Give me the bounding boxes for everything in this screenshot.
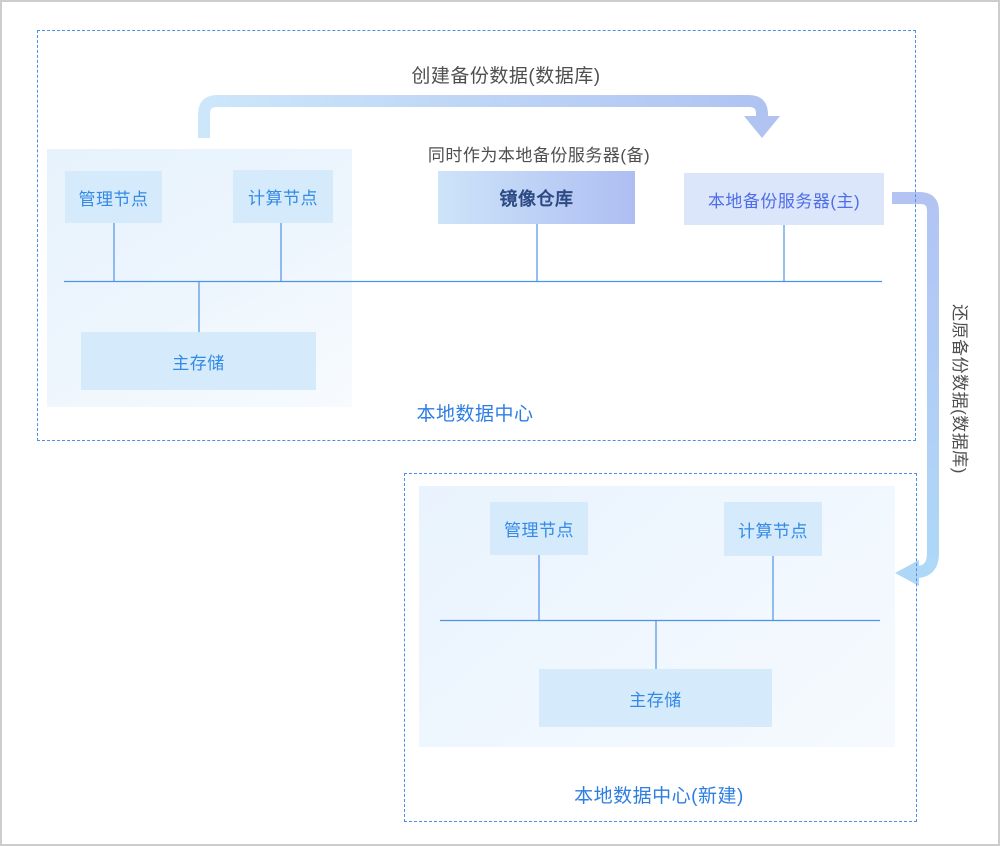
node-compute: 计算节点 xyxy=(233,170,333,223)
node-compute-new: 计算节点 xyxy=(724,502,822,556)
create-backup-flow-label: 创建备份数据(数据库) xyxy=(411,66,601,87)
node-primary-storage: 主存储 xyxy=(81,332,316,390)
standby-backup-note: 同时作为本地备份服务器(备) xyxy=(427,146,651,165)
node-management: 管理节点 xyxy=(65,171,162,223)
node-management-new: 管理节点 xyxy=(490,502,588,555)
node-image-repo: 镜像仓库 xyxy=(438,171,635,224)
restore-backup-arrow xyxy=(892,192,939,578)
node-backup-server-primary: 本地备份服务器(主) xyxy=(684,173,884,225)
local-datacenter-label: 本地数据中心 xyxy=(416,404,534,425)
restore-backup-arrowhead-icon xyxy=(895,560,919,586)
create-backup-arrow xyxy=(198,95,768,138)
node-primary-storage-new: 主存储 xyxy=(539,669,772,727)
new-datacenter-label: 本地数据中心(新建) xyxy=(574,786,744,807)
restore-backup-flow-label: 还原备份数据(数据库) xyxy=(950,304,969,474)
create-backup-arrowhead-icon xyxy=(744,116,780,138)
